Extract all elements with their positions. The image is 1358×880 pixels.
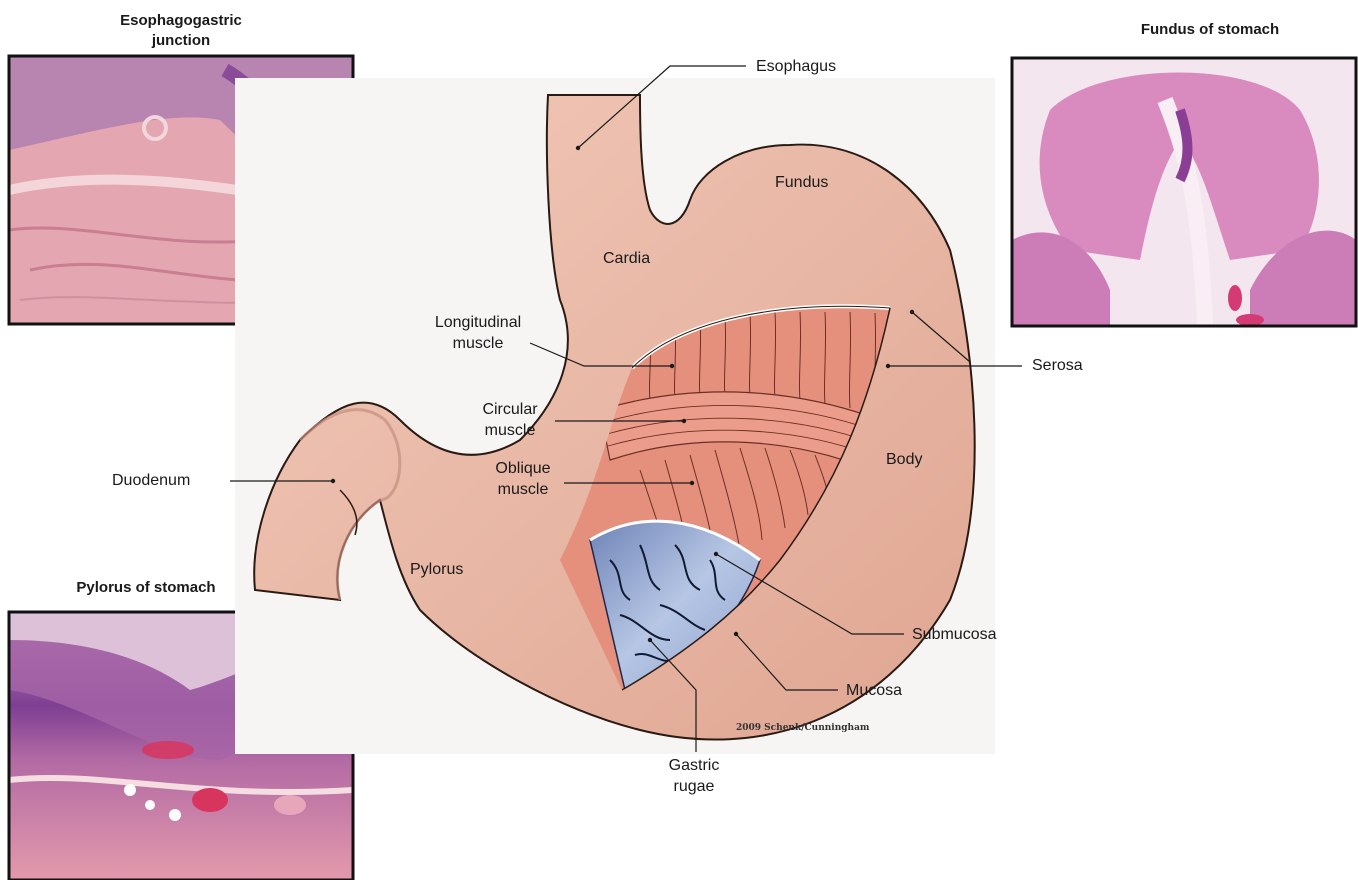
micrograph-fundus: Fundus of stomach [1012, 21, 1356, 326]
label-pylorus: Pylorus [410, 561, 463, 578]
leader-mucosa-dot [734, 632, 738, 636]
leader-longitudinal-dot [670, 364, 674, 368]
label-submucosa: Submucosa [912, 626, 997, 643]
label-mucosa: Mucosa [846, 682, 902, 699]
leader-circular-dot [682, 419, 686, 423]
label-oblique-1: Oblique [495, 460, 550, 477]
micrograph-title-esophagogastric-1: Esophagogastric [120, 12, 242, 29]
leader-esophagus-dot [576, 146, 580, 150]
micrograph-title-pylorus: Pylorus of stomach [76, 579, 215, 596]
label-circular-1: Circular [482, 401, 538, 418]
label-fundus: Fundus [775, 174, 828, 191]
label-oblique-2: muscle [498, 481, 549, 498]
label-duodenum: Duodenum [112, 472, 190, 489]
micrograph-title-esophagogastric-2: junction [151, 32, 210, 49]
label-body: Body [886, 451, 922, 468]
leader-serosa-dot-1 [886, 364, 890, 368]
label-cardia: Cardia [603, 250, 650, 267]
label-longitudinal-2: muscle [453, 335, 504, 352]
leader-submucosa-dot [714, 552, 718, 556]
leader-duodenum-dot [331, 479, 335, 483]
label-gastric-2: rugae [674, 778, 715, 795]
stomach-illustration [235, 78, 995, 754]
label-serosa: Serosa [1032, 357, 1083, 374]
label-longitudinal-1: Longitudinal [435, 314, 521, 331]
leader-serosa-dot-2 [910, 310, 914, 314]
micrograph-title-fundus: Fundus of stomach [1141, 21, 1279, 38]
illustration-credit: 2009 Schenk/Cunningham [736, 723, 870, 733]
leader-gastric-rugae-dot [648, 638, 652, 642]
leader-oblique-dot [690, 481, 694, 485]
label-gastric-1: Gastric [669, 757, 720, 774]
label-esophagus: Esophagus [756, 58, 836, 75]
label-circular-2: muscle [485, 422, 536, 439]
